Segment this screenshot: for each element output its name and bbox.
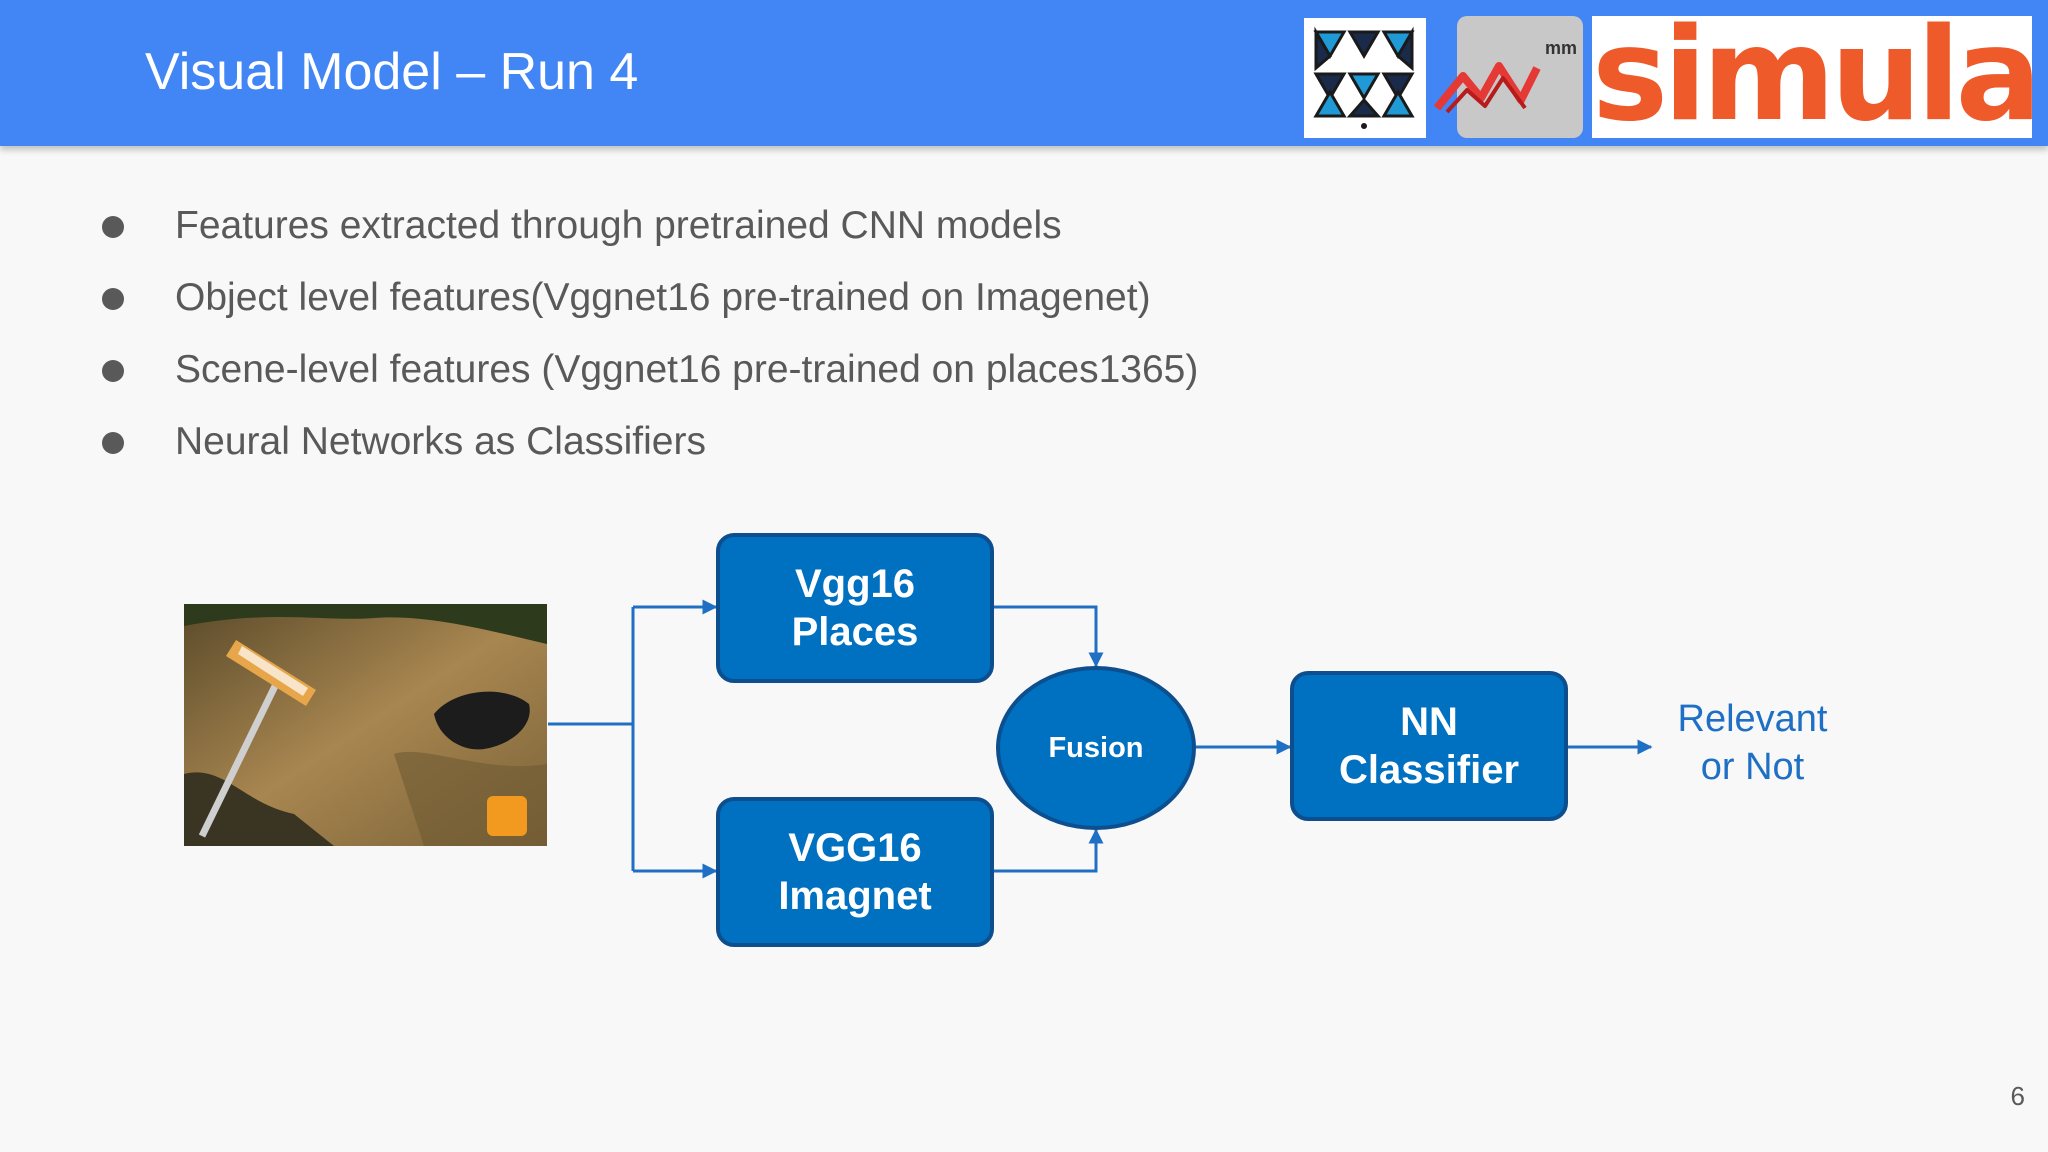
bullet-item: Neural Networks as Classifiers [100, 406, 1198, 478]
vgg16-imagenet-node-line2: Imagnet [778, 874, 932, 918]
simula-logo: simula [1592, 6, 2042, 146]
bullet-dot-icon [102, 216, 124, 238]
vgg16-imagenet-node-line1: VGG16 [788, 826, 922, 870]
logo-badge-icon [487, 796, 527, 836]
output-label: Relevant or Not [1630, 695, 1875, 791]
page-number: 6 [2010, 1081, 2025, 1111]
nn-classifier-node-line2: Classifier [1338, 748, 1520, 792]
output-label-line2: or Not [1700, 746, 1805, 788]
bullet-text: Neural Networks as Classifiers [175, 420, 706, 463]
simula-logo-text: simula [1592, 1, 2042, 150]
bullet-dot-icon [102, 288, 124, 310]
fusion-node: Fusion [996, 666, 1196, 830]
connector-imagenet-to-fusion [993, 828, 1104, 873]
vgg16-imagenet-node: VGG16 Imagnet [716, 797, 994, 947]
vgg16-places-node: Vgg16 Places [716, 533, 994, 683]
fusion-node-label: Fusion [1048, 731, 1144, 764]
slide-header: Visual Model – Run 4 mm lab [0, 0, 2048, 146]
output-label-line1: Relevant [1677, 698, 1828, 740]
bullet-dot-icon [102, 432, 124, 454]
bullet-list: Features extracted through pretrained CN… [100, 190, 1198, 478]
bullet-text: Scene-level features (Vggnet16 pre-train… [175, 348, 1199, 391]
mosaic-triangles-icon [1313, 26, 1415, 129]
bullet-text: Features extracted through pretrained CN… [175, 204, 1062, 247]
partner-logo [1304, 18, 1426, 138]
connector-places-to-fusion [993, 605, 1104, 668]
slide-title: Visual Model – Run 4 [145, 43, 639, 101]
vgg16-places-node-line2: Places [791, 610, 919, 654]
flood-photo [184, 604, 547, 846]
bullet-dot-icon [102, 360, 124, 382]
bullet-item: Features extracted through pretrained CN… [100, 190, 1198, 262]
bullet-item: Scene-level features (Vggnet16 pre-train… [100, 334, 1198, 406]
nn-classifier-node: NN Classifier [1290, 671, 1568, 821]
nn-classifier-node-line1: NN [1400, 700, 1458, 744]
bullet-item: Object level features(Vggnet16 pre-train… [100, 262, 1198, 334]
vgg16-places-node-line1: Vgg16 [794, 562, 916, 606]
bullet-text: Object level features(Vggnet16 pre-train… [175, 276, 1151, 319]
